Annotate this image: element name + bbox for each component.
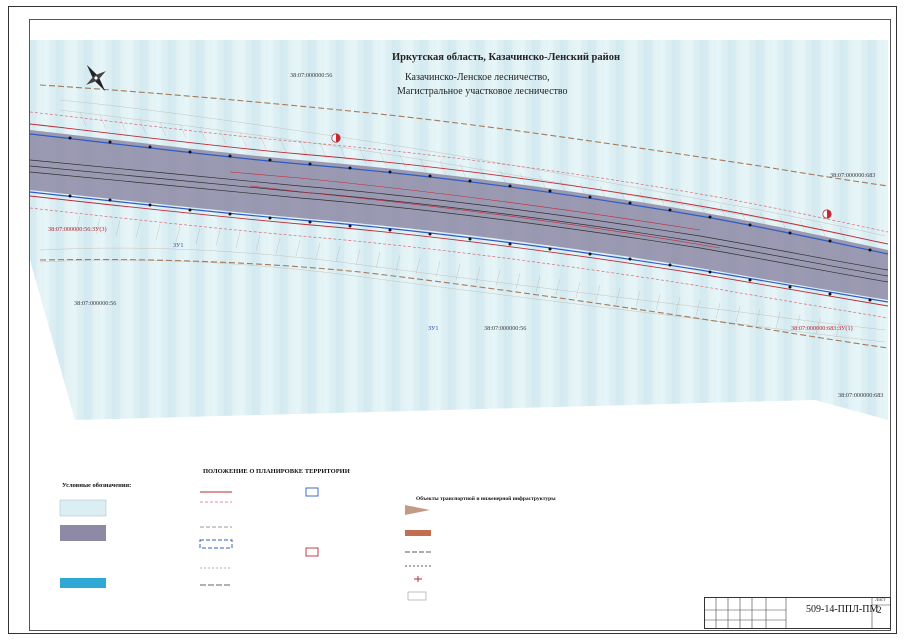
legend-section-title: ПОЛОЖЕНИЕ О ПЛАНИРОВКЕ ТЕРРИТОРИИ [203,468,350,475]
parcel-label: 38:07:000000:56 [74,300,117,307]
map-title-region: Иркутская область, Казачинско-Ленский ра… [392,52,621,63]
zone-label: ЗУ1 [428,325,439,332]
document-code: 509-14-ППЛ-ПМ [806,604,879,615]
boundary-nodes [68,136,872,302]
zone-label: ЗУ1 [173,242,184,249]
sheet-label: Лист [875,598,886,603]
inner-frame [29,19,891,631]
parcel-label: 38:07:000000:56:ЗУ(3) [48,226,107,233]
outer-boundary-north [39,84,889,187]
parcel-label: 38:07:000000:683 [838,392,884,399]
slope-hatching [75,111,847,338]
legend-title: Условные обозначения: [62,482,132,489]
blue-boundary-south [29,191,889,303]
pink-dashed-south [29,207,889,319]
legend-swatches [59,487,431,601]
parcel-label: 38:07:000000:683 [830,172,876,179]
parcel-label: 38:07:000000:683:ЗУ(1) [791,325,853,332]
title-block [704,597,891,629]
outer-boundary-south [39,258,889,349]
km-post-icon [822,209,832,219]
map-title-forestry: Казачинско-Ленское лесничество, [405,72,550,83]
legend-section-title: Объекты транспортной и инженерной инфрас… [416,496,556,502]
blue-boundary-north [29,133,889,255]
compass-rose-icon [86,64,106,92]
pink-dashed-north [29,111,889,233]
red-line-south [29,195,889,307]
linear-object-corridor [30,130,888,300]
title-block-grid [704,597,891,629]
km-post-icon [331,133,341,143]
red-line-north [29,123,889,245]
map-title-district: Магистральное участковое лесничество [397,86,568,97]
railway-red-overlay [229,171,721,249]
parcel-label: 38:07:000000:56 [484,325,527,332]
parcel-label: 38:07:000000:56 [290,72,333,79]
railway-tracks [29,159,889,283]
sheet-number: 2 [877,605,882,615]
